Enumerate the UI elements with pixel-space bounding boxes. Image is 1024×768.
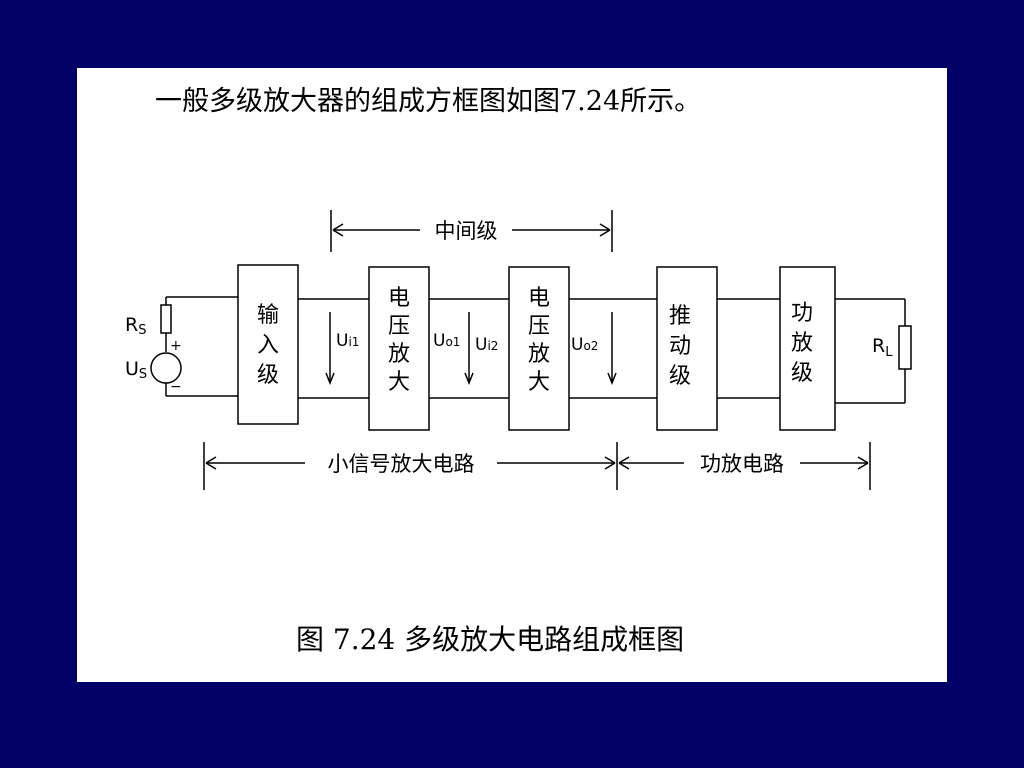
bottom-dimension-spans xyxy=(203,442,871,490)
power-amp-stage-char-2: 放 xyxy=(791,331,813,356)
driver-stage-char-1: 推 xyxy=(669,304,691,329)
voltage-amp-1-char-4: 大 xyxy=(388,370,410,395)
voltage-amp-2-char-3: 放 xyxy=(528,342,550,367)
voltage-amp-2-char-4: 大 xyxy=(528,370,550,395)
source-resistor-label: RS xyxy=(125,314,146,338)
input-stage-block xyxy=(237,264,299,425)
signal-source: RS US + − xyxy=(125,296,238,397)
middle-stage-span: 中间级 xyxy=(330,210,613,252)
uo1-label: Uo1 xyxy=(433,331,460,351)
input-stage-char-3: 级 xyxy=(257,363,279,388)
small-signal-amp-label: 小信号放大电路 xyxy=(328,452,475,476)
voltage-amp-2-char-1: 电 xyxy=(528,286,550,311)
slide-content-area xyxy=(77,68,947,682)
voltage-amp-2-block xyxy=(508,266,570,431)
voltage-amp-1-block xyxy=(368,266,430,431)
voltage-arrows xyxy=(325,312,617,386)
voltage-amp-2-char-2: 压 xyxy=(528,314,550,339)
source-resistor-symbol xyxy=(160,304,172,334)
intro-text: 一般多级放大器的组成方框图如图7.24所示。 xyxy=(155,86,702,117)
load-resistor-label: RL xyxy=(872,335,893,360)
diagram-blocks xyxy=(237,264,836,431)
driver-stage-block xyxy=(656,266,718,431)
connecting-wires xyxy=(298,298,906,404)
minus-sign: − xyxy=(170,379,182,395)
plus-sign: + xyxy=(170,338,182,354)
input-stage-char-2: 入 xyxy=(257,333,279,358)
driver-stage-char-3: 级 xyxy=(669,364,691,389)
figure-caption: 图 7.24 多级放大电路组成框图 xyxy=(296,623,685,656)
power-amp-stage-char-3: 级 xyxy=(791,361,813,386)
voltage-amp-1-char-3: 放 xyxy=(388,342,410,367)
load-resistor-symbol xyxy=(898,325,912,370)
ui2-label: Ui2 xyxy=(475,335,498,355)
power-amp-circuit-label: 功放电路 xyxy=(700,452,784,476)
source-voltage-label: US xyxy=(125,358,147,382)
uo2-label: Uo2 xyxy=(571,335,598,355)
power-amp-stage-char-1: 功 xyxy=(791,301,813,326)
driver-stage-char-2: 动 xyxy=(669,334,691,359)
ui1-label: Ui1 xyxy=(336,331,359,351)
input-stage-char-1: 输 xyxy=(257,303,279,328)
power-amp-stage-block xyxy=(779,266,836,431)
middle-stage-label: 中间级 xyxy=(435,219,498,243)
voltage-amp-1-char-1: 电 xyxy=(388,286,410,311)
voltage-amp-1-char-2: 压 xyxy=(388,314,410,339)
